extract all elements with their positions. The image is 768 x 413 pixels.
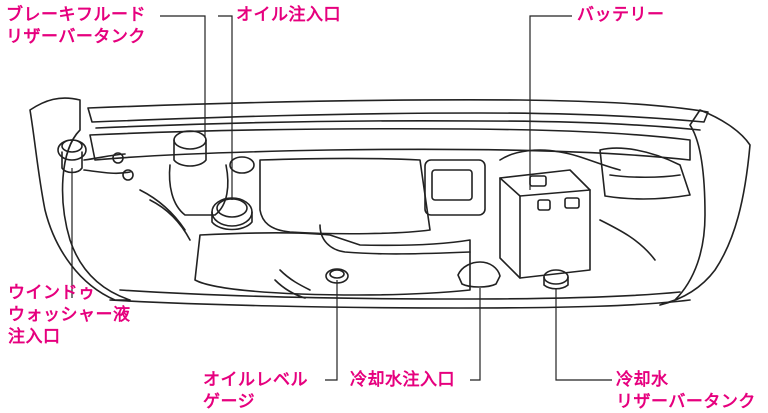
label-coolant-reservoir-line2: リザーバータンク bbox=[616, 392, 756, 412]
leader-brake-fluid bbox=[160, 15, 206, 138]
label-oil-filler: オイル注入口 bbox=[236, 4, 341, 26]
label-oil-level: オイルレベル ゲージ bbox=[203, 369, 308, 413]
label-oil-level-line1: オイルレベル bbox=[203, 370, 308, 390]
leader-oil-level bbox=[325, 280, 338, 381]
leader-coolant-filler bbox=[470, 288, 481, 381]
label-oil-filler-line1: オイル注入口 bbox=[236, 5, 341, 25]
label-washer-fluid-line2: ウォッシャー液 bbox=[8, 305, 131, 325]
label-coolant-filler: 冷却水注入口 bbox=[350, 369, 455, 391]
label-brake-fluid: ブレーキフルード リザーバータンク bbox=[6, 4, 146, 48]
left-fender bbox=[29, 97, 131, 301]
hood-edge bbox=[87, 99, 709, 123]
leader-battery bbox=[529, 15, 572, 190]
oil-filler-cap bbox=[211, 197, 253, 231]
label-battery: バッテリー bbox=[577, 4, 665, 26]
brake-fluid-reservoir bbox=[168, 130, 229, 216]
leader-oil-filler bbox=[218, 15, 233, 200]
engine-block bbox=[194, 231, 471, 296]
label-oil-level-line2: ゲージ bbox=[203, 392, 256, 412]
right-fender bbox=[659, 109, 751, 306]
label-brake-fluid-line2: リザーバータンク bbox=[6, 27, 146, 47]
label-washer-fluid: ウインドゥ ウォッシャー液 注入口 bbox=[8, 282, 131, 348]
firewall bbox=[89, 127, 691, 161]
coolant-filler-cap bbox=[457, 261, 501, 288]
coolant-reservoir bbox=[543, 269, 569, 290]
label-coolant-filler-line1: 冷却水注入口 bbox=[350, 370, 455, 390]
label-washer-fluid-line3: 注入口 bbox=[8, 327, 61, 347]
label-coolant-reservoir-line1: 冷却水 bbox=[616, 370, 669, 390]
washer-fluid-cap bbox=[57, 139, 87, 174]
battery bbox=[499, 169, 591, 279]
leader-coolant-reservoir bbox=[555, 288, 612, 381]
label-brake-fluid-line1: ブレーキフルード bbox=[6, 5, 146, 25]
label-coolant-reservoir: 冷却水 リザーバータンク bbox=[616, 369, 756, 413]
label-battery-line1: バッテリー bbox=[577, 5, 665, 25]
lower-frame bbox=[109, 299, 691, 309]
engine-cover bbox=[259, 157, 431, 235]
label-washer-fluid-line1: ウインドゥ bbox=[8, 283, 96, 303]
